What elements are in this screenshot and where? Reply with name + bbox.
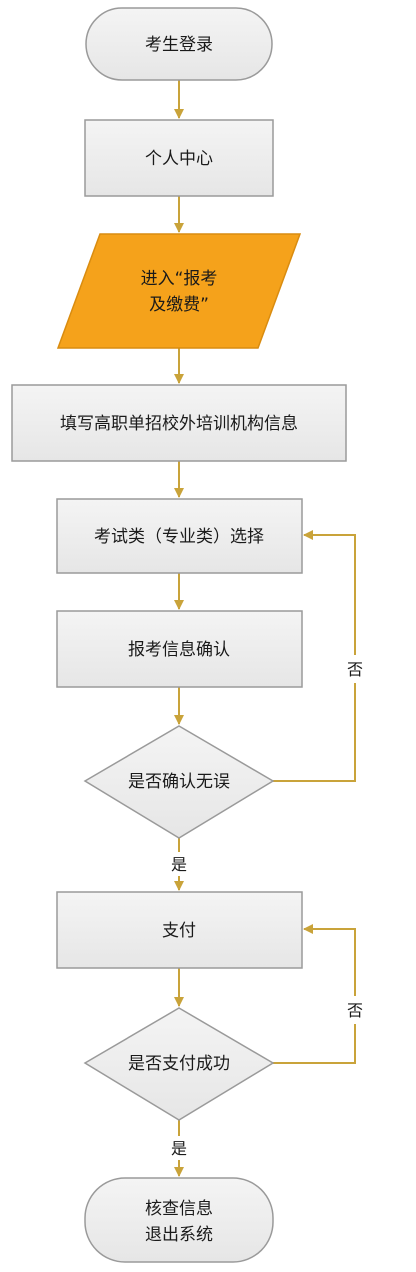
enter-registration-node: [56, 233, 302, 349]
start-node: [85, 7, 273, 81]
no-label-bg-1: [340, 655, 370, 683]
fill-info-label: 填写高职单招校外培训机构信息: [60, 414, 298, 434]
personal-center-node: [84, 119, 274, 197]
select-type-node: [56, 498, 303, 574]
confirm-info-node: [56, 610, 303, 688]
end-node: [84, 1177, 274, 1263]
end-node-label-line2: 退出系统: [145, 1225, 213, 1245]
edge-label-yes-2: 是: [171, 1139, 187, 1158]
edge-label-no-2: 否: [347, 1001, 363, 1020]
start-node-label: 考生登录: [145, 35, 213, 55]
fill-info-node: [11, 384, 347, 462]
edge-label-yes-1: 是: [171, 855, 187, 874]
enter-registration-label-line2: 及缴费”: [149, 295, 209, 315]
enter-registration-label-line1: 进入“报考: [141, 269, 218, 289]
edge-label-no-1: 否: [347, 660, 363, 679]
end-node-label-line1: 核查信息: [145, 1199, 213, 1219]
decision-pay-label: 是否支付成功: [128, 1054, 230, 1074]
pay-label: 支付: [162, 921, 196, 941]
personal-center-label: 个人中心: [145, 149, 213, 169]
decision-confirm-label: 是否确认无误: [128, 772, 230, 792]
select-type-label: 考试类（专业类）选择: [94, 527, 264, 547]
pay-node: [56, 891, 303, 969]
yes-label-bg-2: [166, 1136, 192, 1160]
confirm-info-label: 报考信息确认: [128, 640, 230, 660]
decision-confirm-node: [83, 725, 275, 839]
yes-label-bg-1: [166, 852, 192, 876]
no-label-bg-2: [340, 996, 370, 1024]
decision-pay-node: [83, 1007, 275, 1121]
